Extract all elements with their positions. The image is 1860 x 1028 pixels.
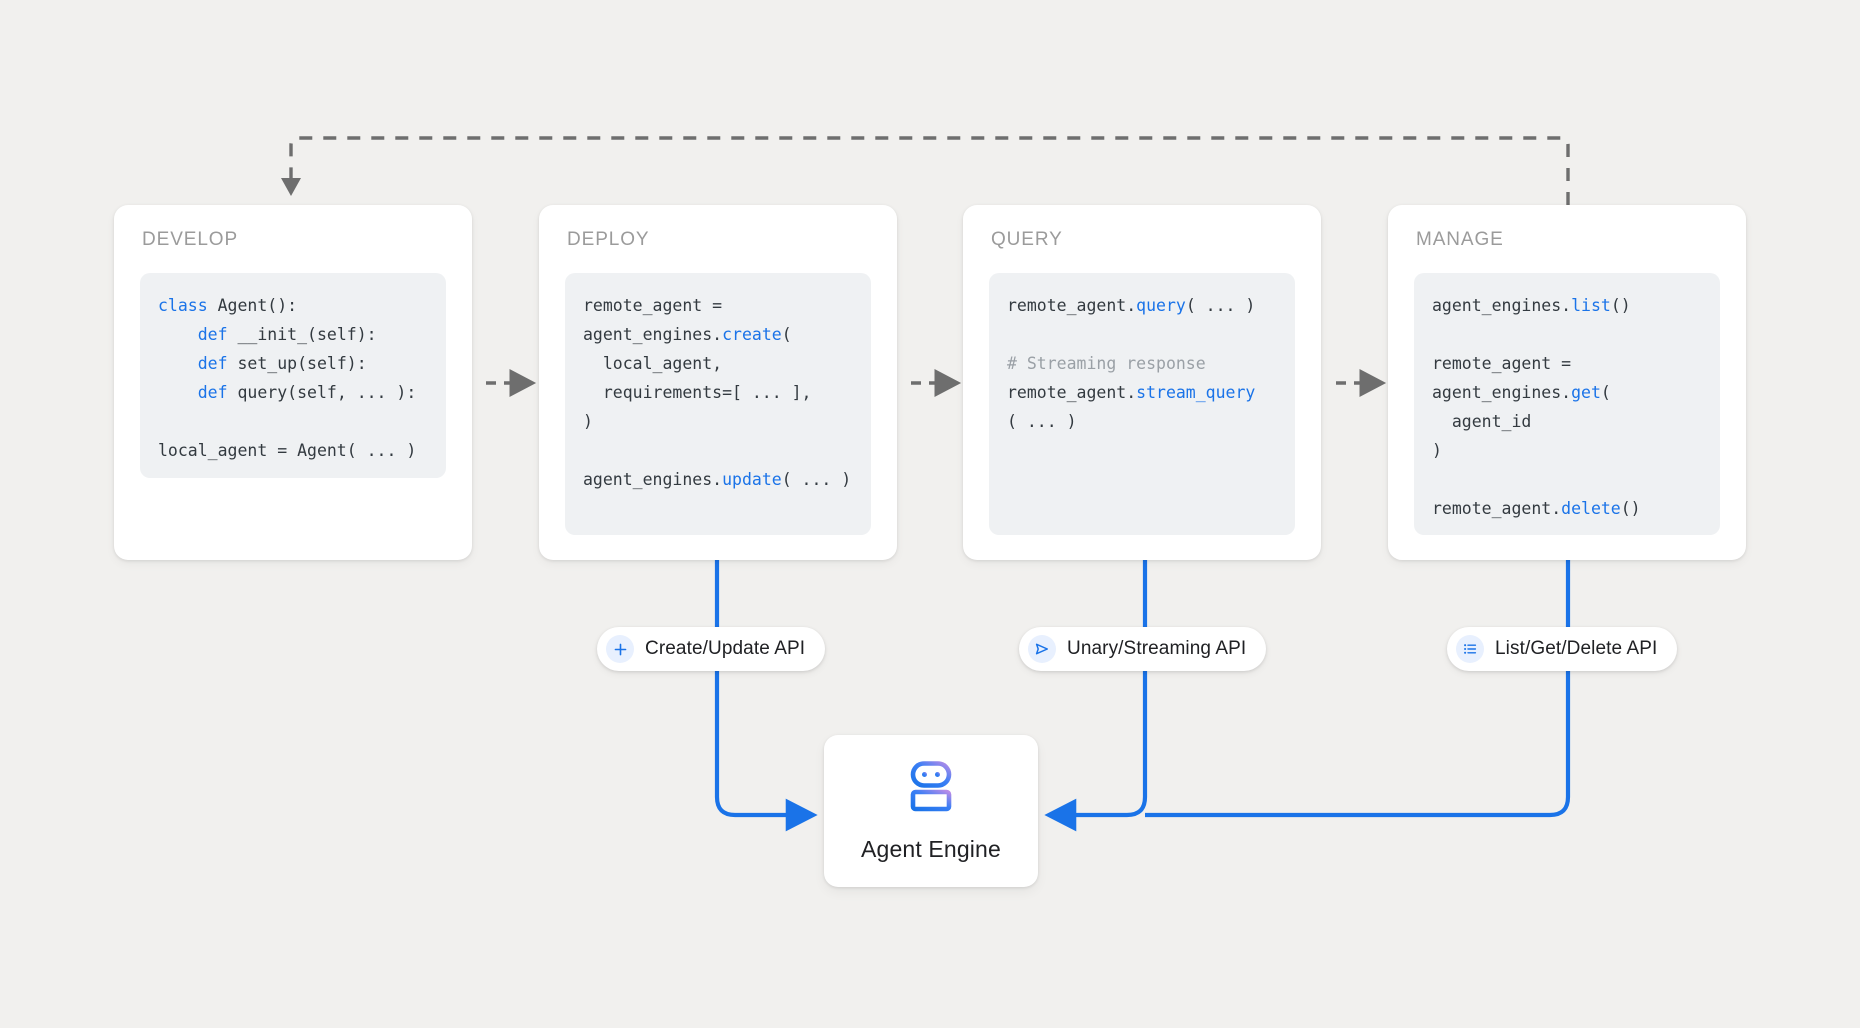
code-block-deploy: remote_agent = agent_engines.create( loc… [565, 273, 871, 535]
feedback-loop-arrow [281, 136, 1570, 205]
code-text-develop: class Agent(): def __init_(self): def se… [158, 296, 417, 460]
agent-engine-label: Agent Engine [861, 835, 1001, 862]
stage-card-develop: DEVELOP class Agent(): def __init_(self)… [114, 205, 472, 560]
code-text-deploy: remote_agent = agent_engines.create( loc… [583, 296, 852, 489]
api-pill-label: Unary/Streaming API [1067, 638, 1247, 659]
stage-title-manage: MANAGE [1416, 229, 1504, 250]
api-pill-label: Create/Update API [645, 638, 806, 659]
stage-title-develop: DEVELOP [142, 229, 239, 250]
api-pill-unary-streaming[interactable]: Unary/Streaming API [1019, 627, 1267, 671]
wire-deploy-to-agent-engine [714, 560, 818, 832]
wire-query-to-agent-engine [1044, 560, 1148, 832]
plus-icon [606, 635, 634, 663]
stage-card-deploy: DEPLOY remote_agent = agent_engines.crea… [539, 205, 897, 560]
code-block-develop: class Agent(): def __init_(self): def se… [140, 273, 446, 478]
code-text-manage: agent_engines.list() remote_agent = agen… [1432, 296, 1641, 518]
api-pill-list-get-delete[interactable]: List/Get/Delete API [1447, 627, 1678, 671]
code-block-manage: agent_engines.list() remote_agent = agen… [1414, 273, 1720, 535]
stage-card-manage: MANAGE agent_engines.list() remote_agent… [1388, 205, 1746, 560]
code-text-query: remote_agent.query( ... ) # Streaming re… [1007, 296, 1256, 431]
wire-manage-to-agent-engine [1145, 560, 1571, 818]
stage-title-query: QUERY [991, 229, 1063, 250]
send-icon [1028, 635, 1056, 663]
stage-card-query: QUERY remote_agent.query( ... ) # Stream… [963, 205, 1321, 560]
list-icon [1456, 635, 1484, 663]
stage-title-deploy: DEPLOY [567, 229, 650, 250]
agent-engine-node[interactable]: Agent Engine [824, 735, 1038, 887]
api-pill-label: List/Get/Delete API [1495, 638, 1658, 659]
code-block-query: remote_agent.query( ... ) # Streaming re… [989, 273, 1295, 535]
robot-icon [900, 760, 962, 823]
api-pill-create-update[interactable]: Create/Update API [597, 627, 826, 671]
